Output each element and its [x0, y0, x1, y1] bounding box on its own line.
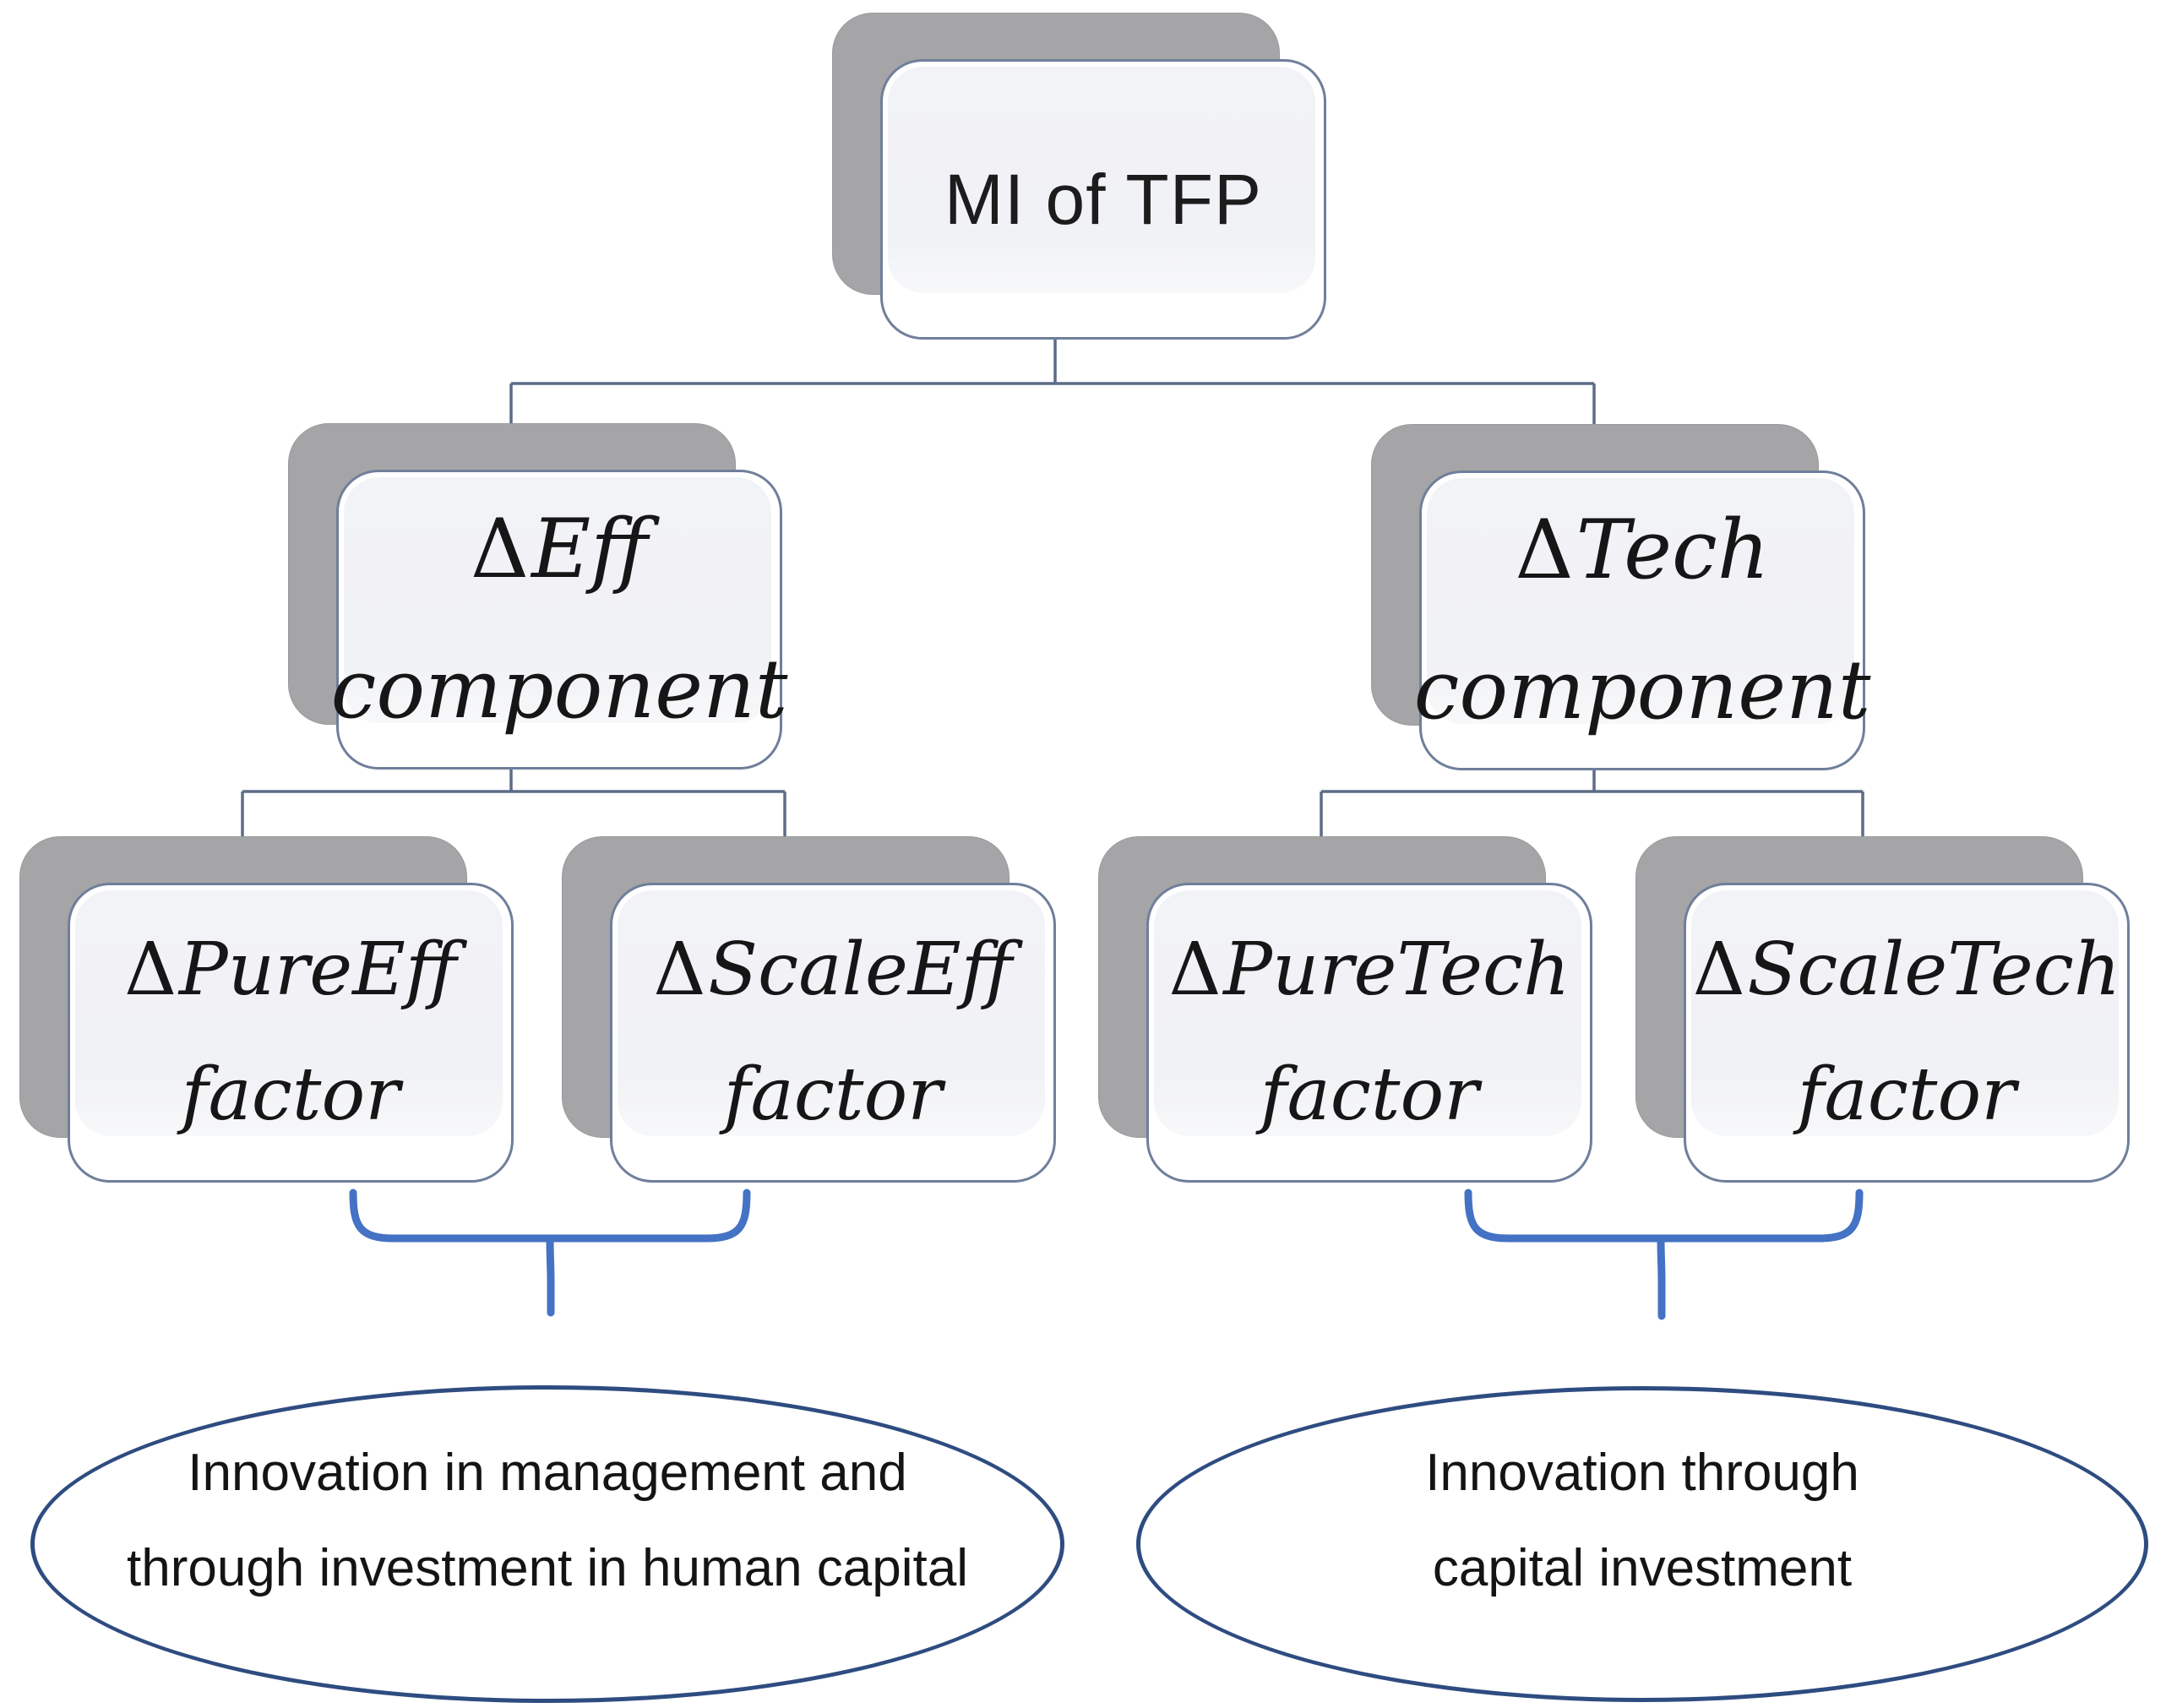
callout-text: Innovation in management and through inv…	[126, 1443, 969, 1597]
node-label: ΔEff component	[330, 502, 788, 737]
callout-text: Innovation through capital investment	[1425, 1443, 1859, 1597]
connector-tech-to-factors	[1320, 768, 1864, 878]
node-face: ΔScaleEff factor	[610, 883, 1056, 1183]
node-label: ΔScaleEff factor	[653, 927, 1013, 1137]
node-face: ΔScaleTech factor	[1684, 883, 2130, 1183]
delta-symbol: Δ	[1168, 927, 1222, 1012]
node-label: ΔPureEff factor	[124, 927, 457, 1137]
node-label: ΔScaleTech factor	[1692, 927, 2121, 1137]
node-pure-eff-factor: ΔPureEff factor	[19, 836, 514, 1183]
node-scale-eff-factor: ΔScaleEff factor	[562, 836, 1056, 1183]
node-face: ΔTech component	[1414, 471, 1870, 770]
brace-right	[1464, 1189, 1864, 1320]
node-pure-tech-factor: ΔPureTech factor	[1098, 836, 1592, 1183]
brace-left	[349, 1189, 751, 1317]
node-face: ΔPureTech factor	[1146, 883, 1592, 1183]
node-label: ΔPureTech factor	[1168, 927, 1570, 1137]
node-face: MI of TFP	[880, 59, 1326, 340]
node-scale-tech-factor: ΔScaleTech factor	[1635, 836, 2130, 1183]
delta-symbol: Δ	[653, 927, 706, 1012]
node-eff-component: ΔEff component	[288, 423, 787, 770]
connector-eff-to-factors	[241, 767, 786, 878]
callout-capital-innovation: Innovation through capital investment	[1136, 1386, 2148, 1702]
delta-symbol: Δ	[1515, 503, 1574, 598]
delta-symbol: Δ	[1692, 927, 1745, 1012]
callout-management-innovation: Innovation in management and through inv…	[30, 1385, 1064, 1703]
node-face: ΔPureEff factor	[68, 883, 514, 1183]
node-face: ΔEff component	[331, 470, 787, 770]
node-label: MI of TFP	[944, 159, 1263, 239]
delta-symbol: Δ	[124, 927, 177, 1012]
node-label: ΔTech component	[1413, 503, 1871, 737]
node-tech-component: ΔTech component	[1371, 424, 1870, 770]
node-mi-of-tfp: MI of TFP	[832, 13, 1326, 340]
delta-symbol: Δ	[470, 502, 530, 597]
connector-root-to-level2	[509, 338, 1596, 473]
